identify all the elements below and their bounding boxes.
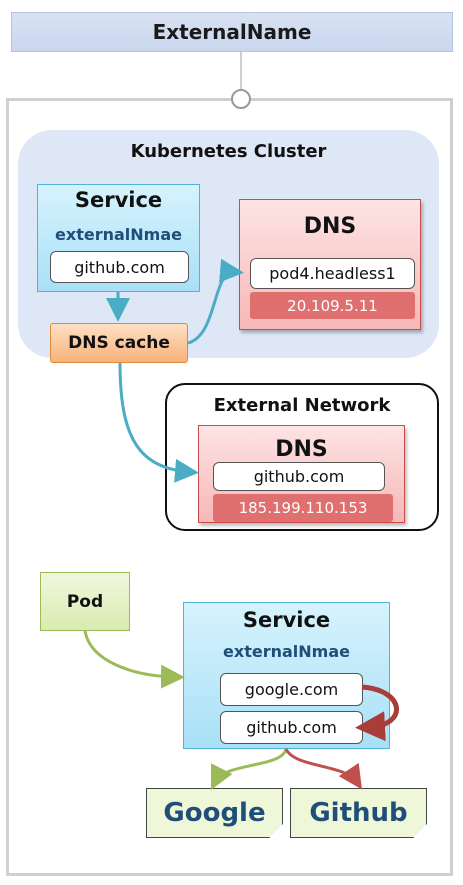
cluster-dns-ip: 20.109.5.11 — [250, 292, 415, 319]
cluster-dns-record: pod4.headless1 — [250, 258, 415, 289]
target-github: Github — [290, 788, 427, 838]
service-title: Service — [74, 188, 163, 212]
external-dns-ip: 185.199.110.153 — [213, 494, 393, 522]
external-dns-title: DNS — [275, 437, 328, 462]
service2-type: externalNmae — [223, 642, 350, 661]
service-box-bottom: Service externalNmae google.com github.c… — [183, 602, 390, 749]
service2-host-github: github.com — [220, 711, 363, 744]
diagram-title: ExternalName — [11, 12, 453, 52]
service-box-top: Service externalNmae github.com — [37, 184, 200, 292]
external-dns-record: github.com — [213, 462, 385, 491]
kubernetes-cluster-label: Kubernetes Cluster — [130, 141, 327, 162]
pod-box: Pod — [40, 572, 130, 631]
dns-cache-box: DNS cache — [50, 323, 188, 363]
external-network-label: External Network — [213, 395, 391, 416]
external-dns-box: DNS github.com 185.199.110.153 — [198, 425, 405, 523]
service2-host-google: google.com — [220, 673, 363, 706]
target-google: Google — [146, 788, 283, 838]
service2-title: Service — [242, 608, 331, 632]
service-host: github.com — [50, 251, 189, 283]
cluster-dns-box: DNS pod4.headless1 20.109.5.11 — [239, 199, 421, 330]
service-type: externalNmae — [55, 225, 182, 244]
cluster-dns-title: DNS — [303, 214, 357, 239]
